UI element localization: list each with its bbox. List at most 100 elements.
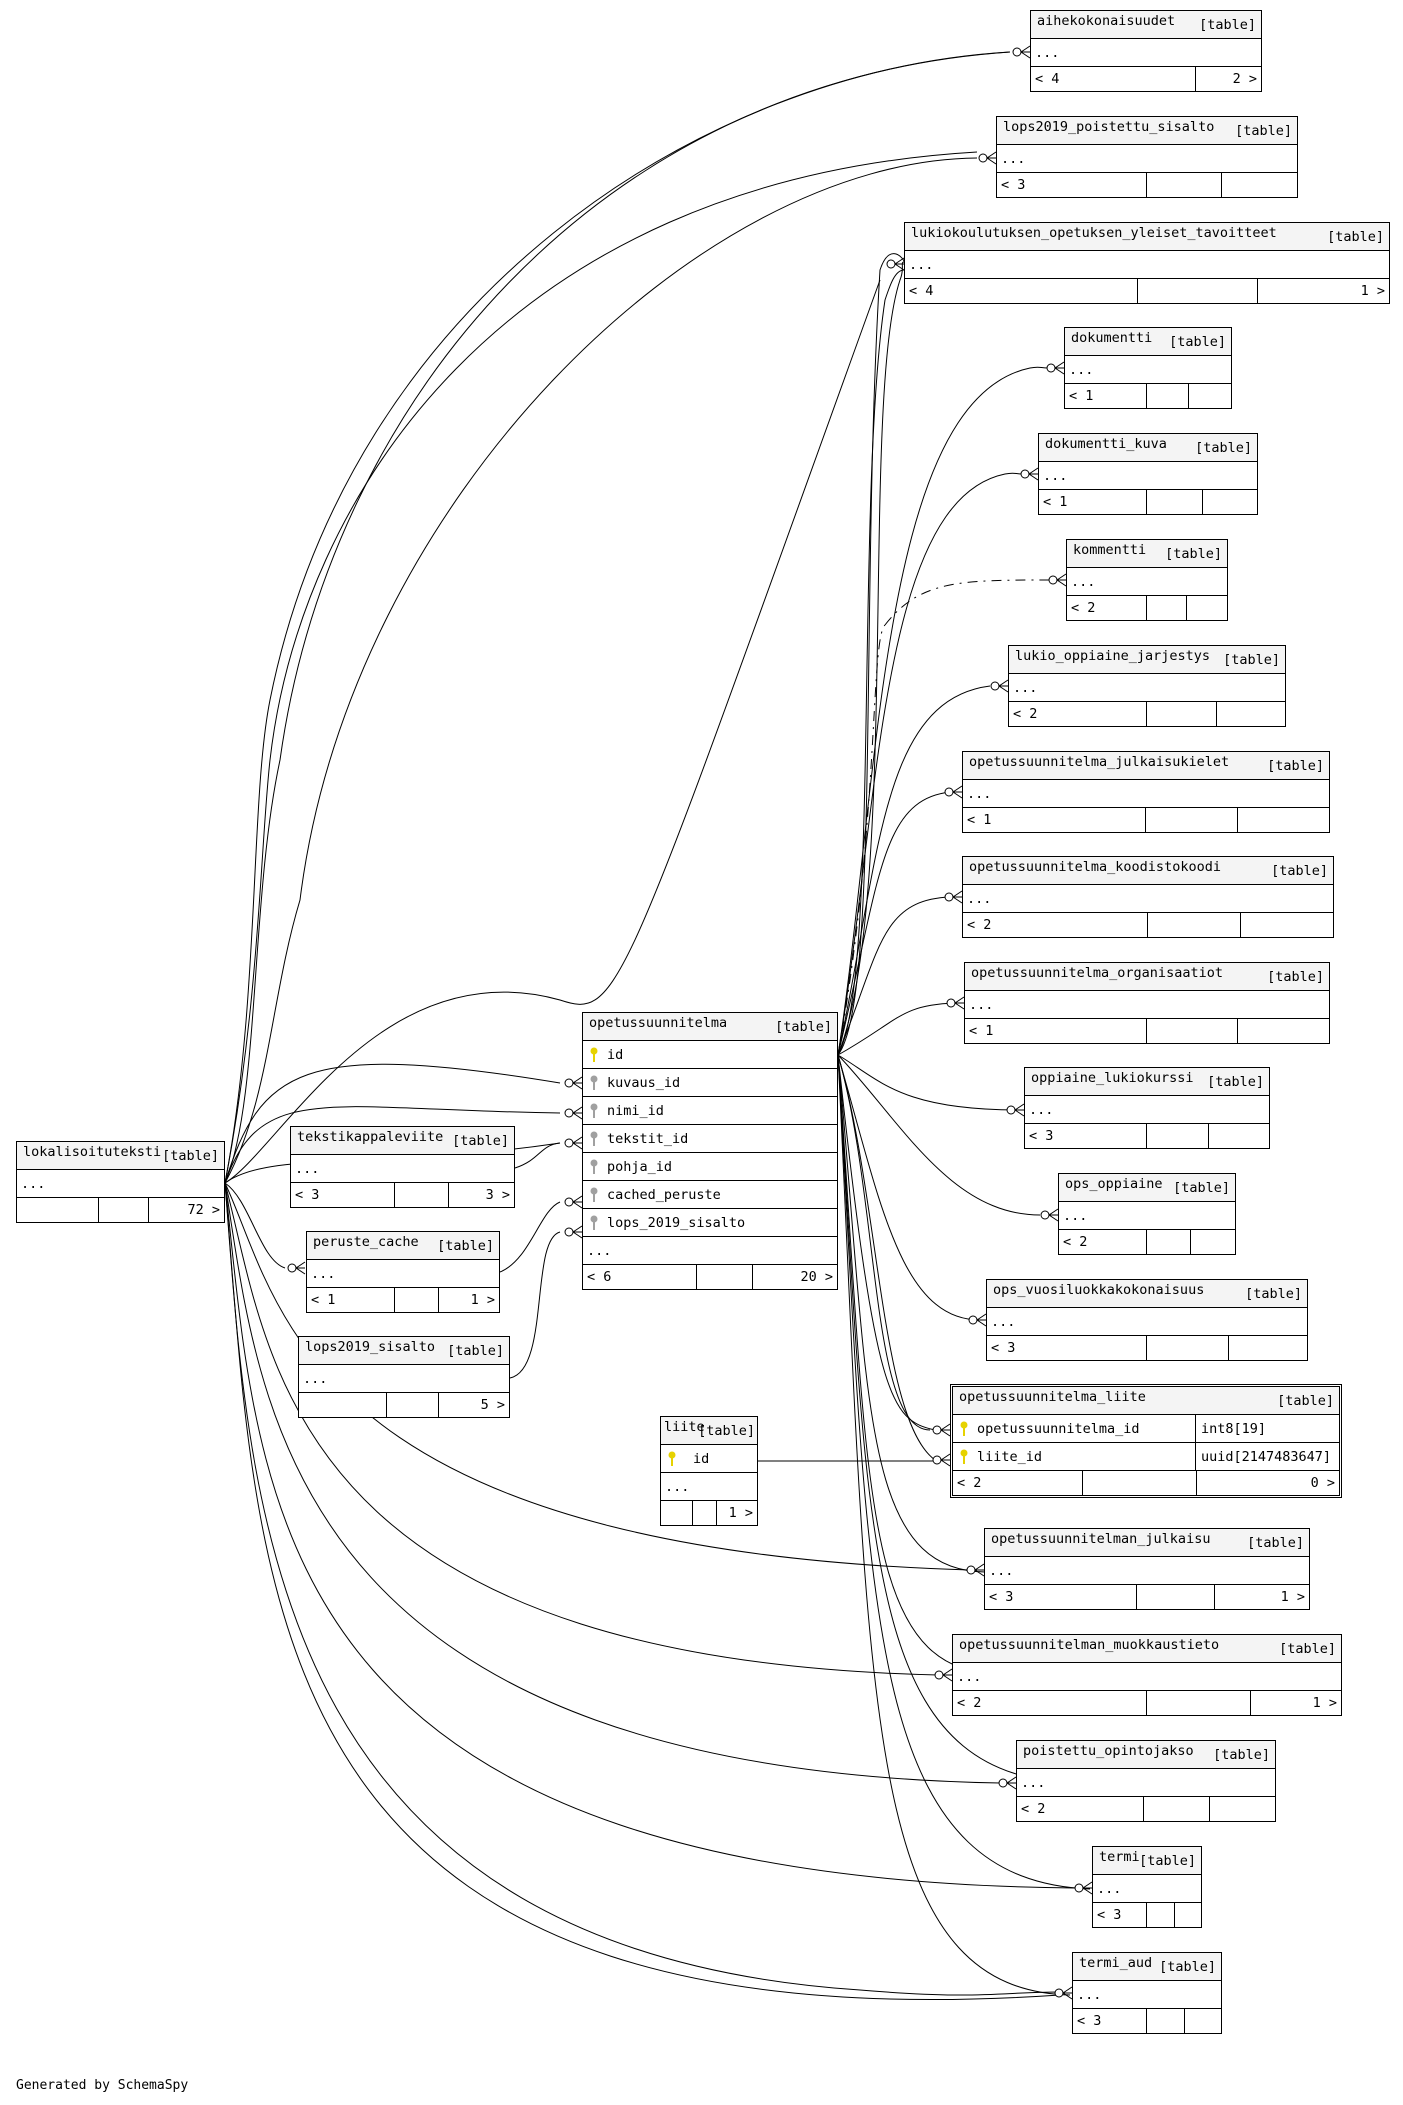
- column-row[interactable]: kuvaus_id: [583, 1069, 837, 1097]
- foreign-key-icon: [590, 1215, 598, 1230]
- foot-cell: [1137, 1585, 1215, 1609]
- table-opetussuunnitelma-julkaisukielet[interactable]: opetussuunnitelma_julkaisukielet[table] …: [962, 751, 1330, 833]
- table-name: ops_oppiaine: [1065, 1176, 1163, 1192]
- table-name: opetussuunnitelma_liite: [959, 1389, 1146, 1405]
- more-columns: ...: [1025, 1096, 1269, 1124]
- table-kind: [table]: [1245, 1286, 1302, 1302]
- column-row[interactable]: opetussuunnitelma_id int8[19]: [953, 1415, 1339, 1443]
- foot-cell: [1147, 1019, 1238, 1043]
- column-name: id: [607, 1047, 624, 1063]
- table-kind: [table]: [775, 1019, 832, 1035]
- table-lokalisoituteksti[interactable]: lokalisoituteksti[table] ... 72 >: [16, 1141, 225, 1223]
- foot-cell: [1147, 596, 1187, 620]
- column-name: liite_id: [977, 1449, 1043, 1465]
- children-count: [1191, 1230, 1235, 1254]
- parents-count: < 2: [1067, 596, 1147, 620]
- more-columns: ...: [997, 145, 1297, 173]
- table-dokumentti-kuva[interactable]: dokumentti_kuva[table] ... < 1: [1038, 433, 1258, 515]
- parents-count: < 2: [1017, 1797, 1144, 1821]
- table-opetussuunnitelman-muokkaustieto[interactable]: opetussuunnitelman_muokkaustieto[table] …: [952, 1634, 1342, 1716]
- generated-by-footer: Generated by SchemaSpy: [16, 2078, 189, 2093]
- table-opetussuunnitelma-koodistokoodi[interactable]: opetussuunnitelma_koodistokoodi[table] .…: [962, 856, 1334, 938]
- table-kind: [table]: [1267, 969, 1324, 985]
- more-columns: ...: [1031, 39, 1261, 67]
- table-name: kommentti: [1073, 542, 1147, 558]
- column-row[interactable]: nimi_id: [583, 1097, 837, 1125]
- column-row[interactable]: id: [661, 1445, 757, 1473]
- table-opetussuunnitelma-organisaatiot[interactable]: opetussuunnitelma_organisaatiot[table] .…: [964, 962, 1330, 1044]
- foot-cell: [1138, 279, 1258, 303]
- foreign-key-icon: [590, 1187, 598, 1202]
- table-name: opetussuunnitelma: [589, 1015, 728, 1031]
- primary-key-icon: [590, 1047, 598, 1062]
- table-lops2019-poistettu-sisalto[interactable]: lops2019_poistettu_sisalto[table] ... < …: [996, 116, 1298, 198]
- more-columns: ...: [985, 1557, 1309, 1585]
- table-name: lukio_oppiaine_jarjestys: [1015, 648, 1211, 664]
- column-row[interactable]: tekstit_id: [583, 1125, 837, 1153]
- table-ops-oppiaine[interactable]: ops_oppiaine[table] ... < 2: [1058, 1173, 1236, 1255]
- column-row[interactable]: lops_2019_sisalto: [583, 1209, 837, 1237]
- table-lops2019-sisalto[interactable]: lops2019_sisalto[table] ... 5 >: [298, 1336, 510, 1418]
- parents-count: < 2: [1059, 1230, 1147, 1254]
- more-columns: ...: [291, 1155, 514, 1183]
- column-name: kuvaus_id: [607, 1075, 681, 1091]
- foot-cell: [1147, 1124, 1209, 1148]
- table-lukiokoulutuksen-opetuksen-yleiset-tavoitteet[interactable]: lukiokoulutuksen_opetuksen_yleiset_tavoi…: [904, 222, 1390, 304]
- table-name: opetussuunnitelma_organisaatiot: [971, 965, 1223, 981]
- children-count: [1210, 1797, 1275, 1821]
- foot-cell: [1083, 1471, 1197, 1495]
- column-type: int8[19]: [1201, 1421, 1267, 1437]
- children-count: 0 >: [1310, 1475, 1335, 1491]
- table-kommentti[interactable]: kommentti[table] ... < 2: [1066, 539, 1228, 621]
- children-count: 1 >: [1280, 1589, 1305, 1605]
- children-count: 1 >: [728, 1505, 753, 1521]
- parents-count: < 2: [1009, 702, 1147, 726]
- table-name: liite: [664, 1419, 705, 1435]
- table-oppiaine-lukiokurssi[interactable]: oppiaine_lukiokurssi[table] ... < 3: [1024, 1067, 1270, 1149]
- table-opetussuunnitelma[interactable]: opetussuunnitelma [table] id kuvaus_id ni…: [582, 1012, 838, 1290]
- children-count: [1222, 173, 1297, 197]
- table-termi[interactable]: termi[table] ... < 3: [1092, 1846, 1202, 1928]
- children-count: 20 >: [800, 1269, 833, 1285]
- foot-cell: [1147, 1230, 1191, 1254]
- type-separator: [1195, 1415, 1196, 1442]
- table-dokumentti[interactable]: dokumentti[table] ... < 1: [1064, 327, 1232, 409]
- table-kind: [table]: [447, 1343, 504, 1359]
- children-count: [1209, 1124, 1269, 1148]
- table-ops-vuosiluokkakokonaisuus[interactable]: ops_vuosiluokkakokonaisuus[table] ... < …: [986, 1279, 1308, 1361]
- foreign-key-icon: [590, 1075, 598, 1090]
- table-kind: [table]: [1169, 334, 1226, 350]
- column-row[interactable]: pohja_id: [583, 1153, 837, 1181]
- column-row[interactable]: id: [583, 1041, 837, 1069]
- table-opetussuunnitelman-julkaisu[interactable]: opetussuunnitelman_julkaisu[table] ... <…: [984, 1528, 1310, 1610]
- foot-cell: [1147, 384, 1189, 408]
- column-name: pohja_id: [607, 1159, 673, 1175]
- primary-key-icon: [960, 1421, 968, 1436]
- column-row[interactable]: cached_peruste: [583, 1181, 837, 1209]
- table-termi-aud[interactable]: termi_aud[table] ... < 3: [1072, 1952, 1222, 2034]
- table-kind: [table]: [437, 1238, 494, 1254]
- table-opetussuunnitelma-liite[interactable]: opetussuunnitelma_liite[table] opetussuu…: [950, 1384, 1342, 1498]
- children-count: [1175, 1903, 1201, 1927]
- table-lukio-oppiaine-jarjestys[interactable]: lukio_oppiaine_jarjestys[table] ... < 2: [1008, 645, 1286, 727]
- table-kind: [table]: [698, 1423, 755, 1439]
- foot-cell: [693, 1501, 717, 1525]
- parents-count: < 3: [985, 1585, 1137, 1609]
- table-kind: [table]: [1223, 652, 1280, 668]
- column-name: id: [693, 1451, 710, 1467]
- table-kind: [table]: [1165, 546, 1222, 562]
- table-liite[interactable]: liite[table] id ... 1 >: [660, 1416, 758, 1526]
- column-row[interactable]: liite_id uuid[2147483647]: [953, 1443, 1339, 1471]
- table-kind: [table]: [1207, 1074, 1264, 1090]
- children-count: 5 >: [480, 1397, 505, 1413]
- table-name: lops2019_poistettu_sisalto: [1003, 119, 1215, 135]
- children-count: [1187, 596, 1227, 620]
- table-kind: [table]: [1235, 123, 1292, 139]
- table-name: opetussuunnitelman_julkaisu: [991, 1531, 1211, 1547]
- parents-count: < 2: [953, 1691, 1147, 1715]
- table-poistettu-opintojakso[interactable]: poistettu_opintojakso[table] ... < 2: [1016, 1740, 1276, 1822]
- children-count: [1241, 913, 1333, 937]
